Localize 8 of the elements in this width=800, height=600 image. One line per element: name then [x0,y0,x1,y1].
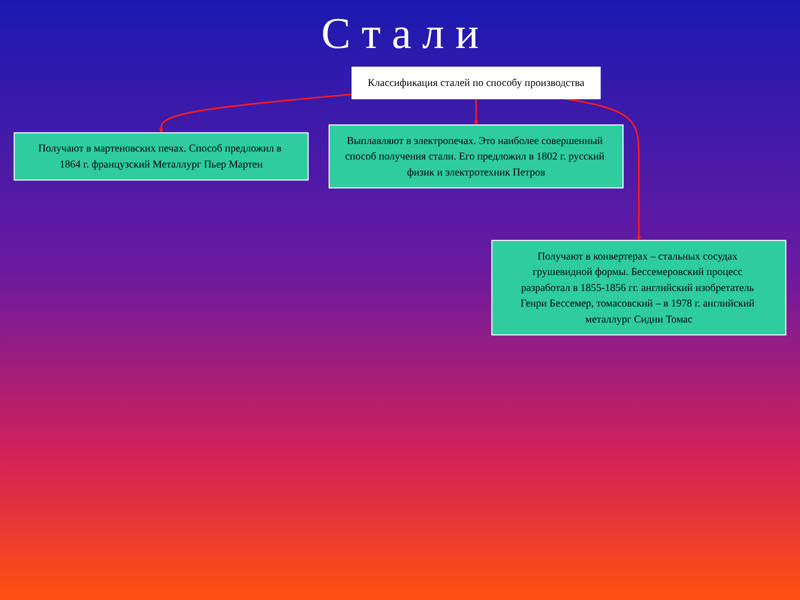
node-box: Выплавляют в электропечах. Это наиболее совершенный способ получения стали. Его предложил в 1802 г. русский физик и электротехник Петров [328,124,624,188]
node-box: Получают в конвертерах – стальных сосудах грушевидной формы. Бессемеровский процесс разработал в 1855-1856 гг. английский изобретатель Генри Бессемер, томасовский – в 1978 г. английский металлург Сидни Томас [491,240,786,336]
slide-title: С т а л и [320,8,480,59]
arrow [474,98,478,126]
arrow [158,94,352,134]
node-box: Классификация сталей по способу производства [352,66,601,100]
node-box: Получают в мартеновских печах. Способ предложил в 1864 г. французский Металлург Пьер Мартен [14,132,309,181]
arrow [564,98,642,241]
